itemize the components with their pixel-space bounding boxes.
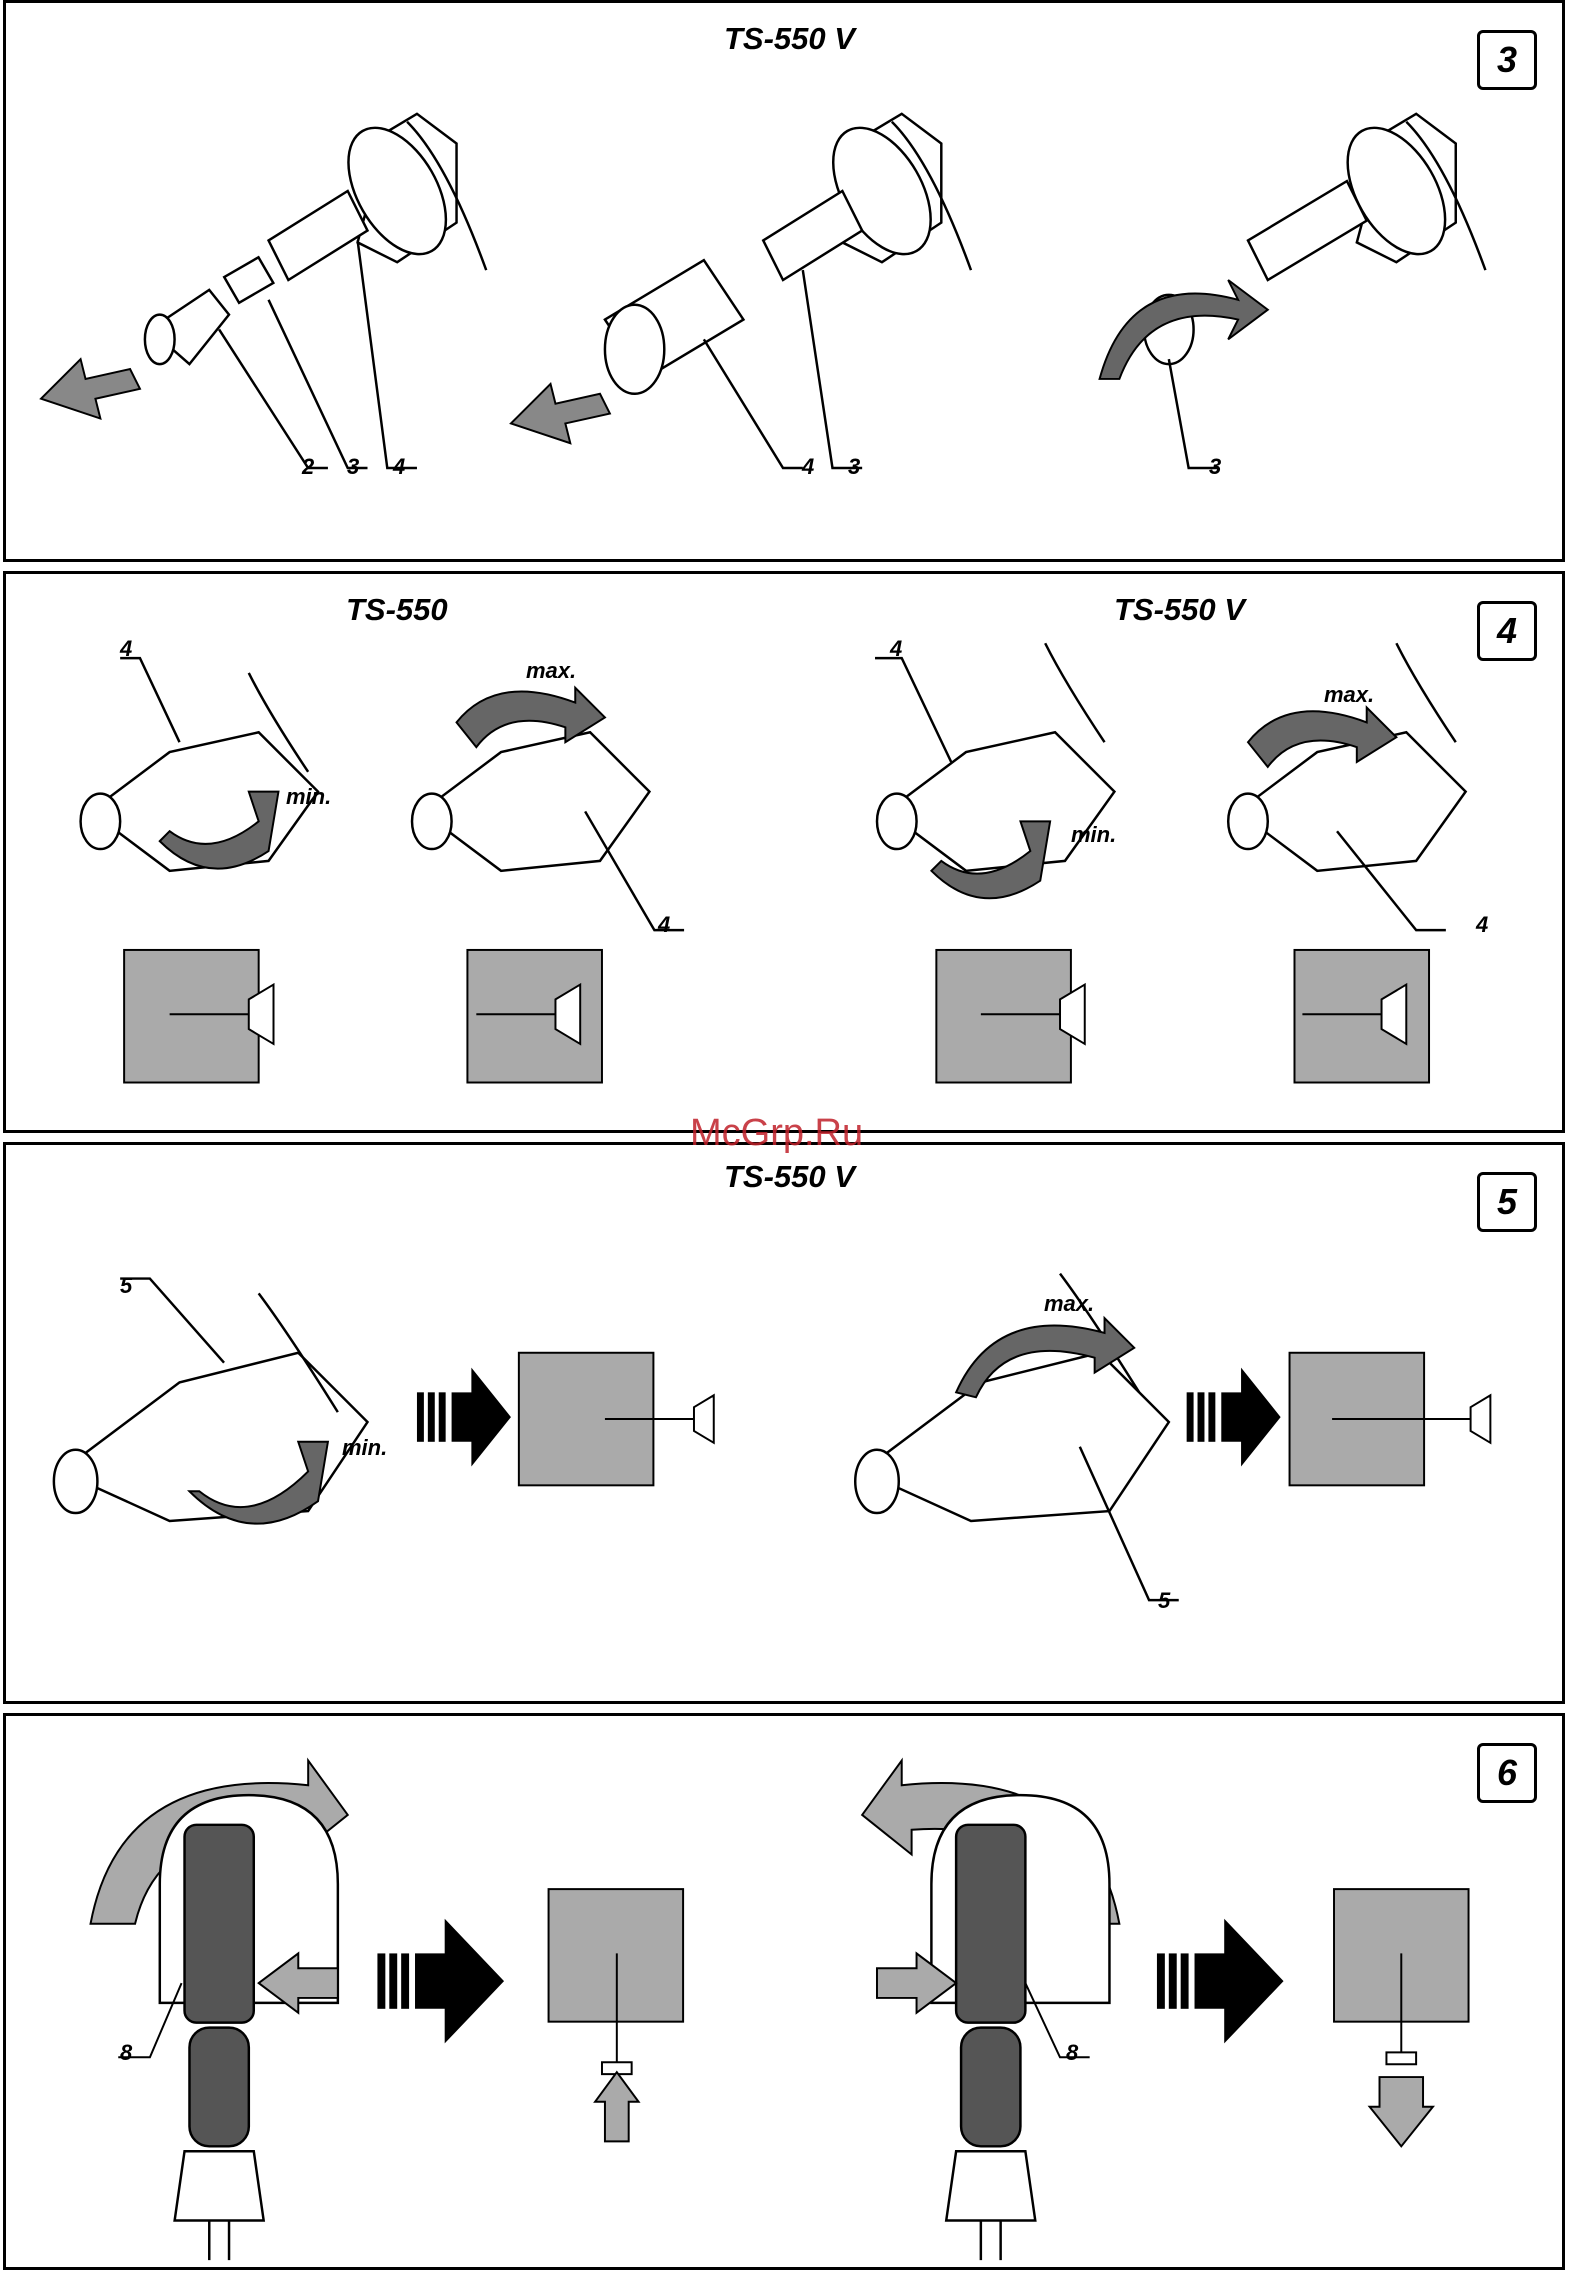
arrow-left-2 [511,384,610,443]
push-arrow-1 [417,1368,511,1467]
push-arrow-3 [377,1919,504,2044]
callout-4: 4 [120,636,132,662]
callout-4: 4 [1476,912,1488,938]
callout-4: 4 [802,454,814,480]
callout-8: 8 [120,2040,132,2066]
panel-4-illustration [6,574,1562,1130]
panel-3: TS-550 V 3 2 3 4 4 3 3 [3,0,1565,562]
depth-box-3 [936,950,1084,1083]
callout-5: 5 [1158,1588,1170,1614]
panel-6-illustration [6,1716,1562,2267]
panel-5-title: TS-550 V [724,1159,855,1195]
depth-box-4 [1294,950,1429,1083]
callout-4: 4 [890,636,902,662]
label-max: max. [526,658,576,684]
label-min: min. [286,784,331,810]
label-min: min. [342,1435,387,1461]
panel-3-illustration [6,3,1562,559]
callout-4: 4 [393,454,405,480]
label-min: min. [1071,822,1116,848]
panel-5-illustration [6,1145,1562,1701]
panel-4: TS-550 TS-550 V 4 min. max. min. max. 4 … [3,571,1565,1133]
panel-5: TS-550 V 5 min. max. 5 5 [3,1142,1565,1704]
callout-5: 5 [120,1273,132,1299]
callout-2: 2 [302,454,314,480]
callout-8: 8 [1066,2040,1078,2066]
label-max: max. [1324,682,1374,708]
panel-4-title-left: TS-550 [346,592,448,628]
push-arrow-4 [1157,1919,1284,2044]
watermark: McGrp.Ru [690,1112,863,1155]
push-arrow-2 [1187,1368,1281,1467]
panel-3-title: TS-550 V [724,21,855,57]
panel-6: 6 8 8 [3,1713,1565,2270]
arrow-left-1 [41,359,140,418]
panel-4-number: 4 [1477,601,1537,661]
callout-3: 3 [347,454,359,480]
panel-6-number: 6 [1477,1743,1537,1803]
callout-3: 3 [1209,454,1221,480]
callout-4: 4 [658,912,670,938]
callout-3: 3 [848,454,860,480]
panel-4-title-right: TS-550 V [1114,592,1245,628]
depth-box-2 [467,950,602,1083]
panel-5-number: 5 [1477,1172,1537,1232]
label-max: max. [1044,1291,1094,1317]
panel-3-number: 3 [1477,30,1537,90]
depth-box-1 [124,950,273,1083]
